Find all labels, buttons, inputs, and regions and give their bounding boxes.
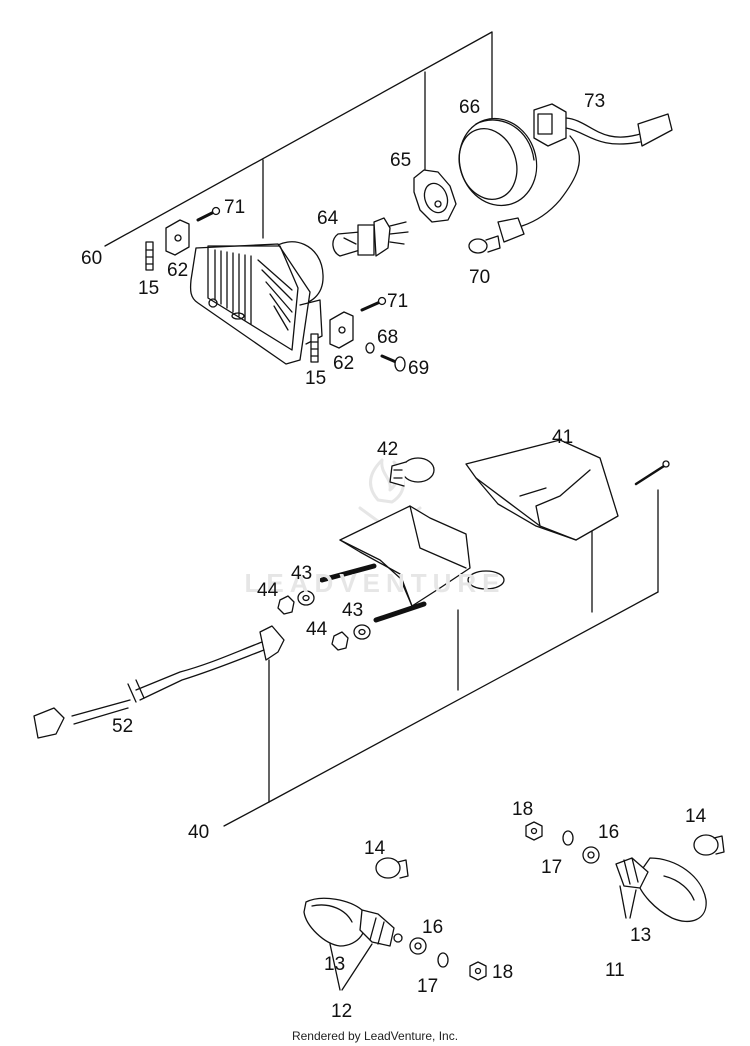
label-71-upper: 71 xyxy=(224,197,245,218)
label-18-left: 18 xyxy=(492,962,513,983)
part-18-nut-right xyxy=(525,821,543,841)
part-65-retaining-ring xyxy=(413,169,457,223)
label-leader-lines xyxy=(329,885,637,991)
part-17-washer-right xyxy=(562,830,574,846)
part-71-upper-screw xyxy=(196,206,221,222)
label-12: 12 xyxy=(331,1001,352,1022)
label-42: 42 xyxy=(377,439,398,460)
label-11: 11 xyxy=(605,960,625,981)
label-65: 65 xyxy=(390,150,411,171)
label-17-right: 17 xyxy=(541,857,562,878)
label-14-left: 14 xyxy=(364,838,386,859)
label-41: 41 xyxy=(552,427,573,448)
label-71-lower: 71 xyxy=(387,291,408,312)
part-41-tail-lens xyxy=(465,439,619,541)
label-13-left: 13 xyxy=(324,954,345,975)
label-40: 40 xyxy=(188,822,209,843)
part-71-lower-screw xyxy=(360,296,387,312)
watermark-text: LEADVENTURE xyxy=(244,568,505,598)
part-18-nut-left xyxy=(469,961,487,981)
part-16-washer-right xyxy=(582,846,600,864)
label-17-left: 17 xyxy=(417,976,438,997)
label-62-lower: 62 xyxy=(333,353,354,374)
label-60: 60 xyxy=(81,248,102,269)
part-40-taillight-housing xyxy=(339,505,505,607)
part-64-headlight-bulb xyxy=(332,217,409,257)
label-16-left: 16 xyxy=(422,917,443,938)
label-44-upper: 44 xyxy=(257,580,279,601)
label-16-right: 16 xyxy=(598,822,619,843)
label-15-upper: 15 xyxy=(138,278,159,299)
part-16-washer-left xyxy=(409,937,427,955)
label-43-lower: 43 xyxy=(342,600,363,621)
part-15-upper-clip xyxy=(145,241,154,271)
part-labels: 60 71 62 15 64 65 66 73 70 71 68 69 62 1… xyxy=(81,91,707,1022)
label-70: 70 xyxy=(469,267,490,288)
part-43-washers xyxy=(297,590,371,640)
label-43-upper: 43 xyxy=(291,563,312,584)
part-17-washer-left xyxy=(437,952,449,968)
label-13-right: 13 xyxy=(630,925,651,946)
part-42-taillight-bulb xyxy=(389,457,435,487)
label-68: 68 xyxy=(377,327,398,348)
part-70-parking-bulb xyxy=(468,217,525,254)
label-64: 64 xyxy=(317,208,339,229)
label-14-right: 14 xyxy=(685,806,707,827)
part-tail-studs xyxy=(319,563,427,623)
label-44-lower: 44 xyxy=(306,619,328,640)
part-68-washer xyxy=(365,342,375,354)
headlight-leader-lines xyxy=(104,31,493,247)
part-52-tail-cable xyxy=(33,625,285,739)
render-credit: Rendered by LeadVenture, Inc. xyxy=(291,1029,459,1043)
part-13-turn-signal-left xyxy=(303,897,403,947)
part-60-headlight-housing xyxy=(189,241,324,365)
label-69: 69 xyxy=(408,358,429,379)
label-15-lower: 15 xyxy=(305,368,326,389)
part-44-nuts xyxy=(277,595,349,651)
part-73-wiring-harness xyxy=(521,103,673,227)
label-73: 73 xyxy=(584,91,605,112)
label-52: 52 xyxy=(112,716,133,737)
label-18-right: 18 xyxy=(512,799,533,820)
part-14-bulb-right xyxy=(693,834,725,856)
label-62-upper: 62 xyxy=(167,260,188,281)
part-13-turn-signal-right xyxy=(615,857,707,923)
taillight-leader-lines xyxy=(223,489,659,827)
part-62-upper-bracket xyxy=(165,219,190,256)
part-tail-lens-screw xyxy=(634,460,670,486)
part-62-lower-bracket xyxy=(329,311,354,349)
label-66: 66 xyxy=(459,97,480,118)
part-15-lower-clip xyxy=(310,333,319,363)
part-66-rubber-boot xyxy=(458,117,538,207)
part-69-bolt xyxy=(380,354,406,372)
part-14-bulb-left xyxy=(375,857,409,879)
